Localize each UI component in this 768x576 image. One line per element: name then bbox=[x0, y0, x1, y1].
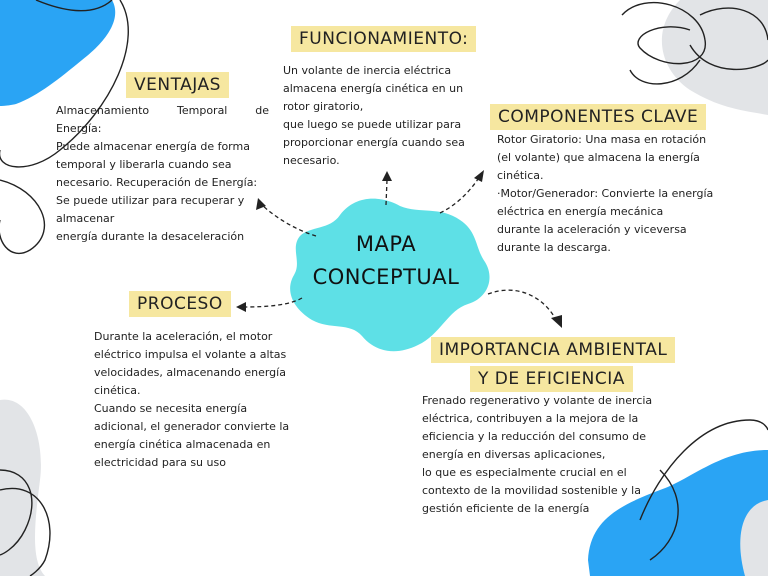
importancia-line: lo que es especialmente crucial en el bbox=[422, 466, 627, 479]
proceso-title: PROCESO bbox=[129, 291, 231, 317]
funcionamiento-line: almacena energía cinética en un bbox=[283, 82, 464, 95]
funcionamiento-line: rotor giratorio, bbox=[283, 100, 364, 113]
proceso-line: energía cinética almacenada en bbox=[94, 438, 271, 451]
arrowhead-componentes bbox=[474, 170, 484, 182]
center-title-line2: CONCEPTUAL bbox=[312, 265, 460, 289]
ventajas-line: Almacenamiento Temporal de Energía: bbox=[56, 104, 269, 135]
ventajas-line: energía durante la desaceleración bbox=[56, 230, 245, 243]
ventajas-line: Puede almacenar energía de forma bbox=[56, 140, 250, 153]
arrowhead-ventajas bbox=[256, 198, 266, 210]
importancia-title-line1: IMPORTANCIA AMBIENTAL bbox=[431, 337, 676, 363]
proceso-line: eléctrico impulsa el volante a altas bbox=[94, 348, 287, 361]
gray-blob-bottom-right bbox=[740, 500, 768, 576]
funcionamiento-text: Un volante de inercia eléctrica almacena… bbox=[283, 62, 486, 170]
squiggle-bottom-right bbox=[639, 419, 768, 561]
ventajas-title: VENTAJAS bbox=[126, 72, 229, 98]
proceso-line: electricidad para su uso bbox=[94, 456, 226, 469]
wave-left bbox=[0, 179, 46, 255]
proceso-line: Cuando se necesita energía bbox=[94, 402, 248, 415]
importancia-line: gestión eficiente de la energía bbox=[422, 502, 590, 515]
arrowhead-funcionamiento bbox=[382, 171, 392, 181]
funcionamiento-line: que luego se puede utilizar para bbox=[283, 118, 462, 131]
componentes-title: COMPONENTES CLAVE bbox=[490, 104, 707, 130]
proceso-line: Durante la aceleración, el motor bbox=[94, 330, 273, 343]
importancia-line: eléctrica, contribuyen a la mejora de la bbox=[422, 412, 639, 425]
ventajas-line: Se puede utilizar para recuperar y bbox=[56, 194, 245, 207]
ventajas-line: temporal y liberarla cuando sea bbox=[56, 158, 232, 171]
ventajas-text: Almacenamiento Temporal de Energía: Pued… bbox=[56, 102, 269, 246]
funcionamiento-line: proporcionar energía cuando sea bbox=[283, 136, 465, 149]
componentes-line: ·Motor/Generador: Convierte la energía bbox=[497, 187, 714, 200]
funcionamiento-line: necesario. bbox=[283, 154, 340, 167]
gray-blob-top-right bbox=[661, 0, 768, 115]
connector-proceso bbox=[243, 297, 303, 308]
componentes-line: durante la descarga. bbox=[497, 241, 611, 254]
componentes-line: Rotor Giratorio: Una masa en rotación bbox=[497, 133, 707, 146]
componentes-line: cinética. bbox=[497, 169, 544, 182]
center-title-line1: MAPA bbox=[355, 232, 417, 256]
arrowhead-proceso bbox=[236, 302, 246, 312]
connector-importancia bbox=[487, 289, 557, 321]
squiggle-bottom-left bbox=[0, 469, 51, 576]
squiggle-top-left bbox=[0, 0, 129, 168]
importancia-title-line2: Y DE EFICIENCIA bbox=[470, 366, 633, 392]
connector-ventajas bbox=[261, 204, 317, 237]
proceso-line: velocidades, almacenando energía bbox=[94, 366, 286, 379]
center-title: MAPA CONCEPTUAL bbox=[296, 228, 476, 294]
funcionamiento-line: Un volante de inercia eléctrica bbox=[283, 64, 452, 77]
funcionamiento-title: FUNCIONAMIENTO: bbox=[291, 26, 477, 52]
componentes-line: eléctrica en energía mecánica bbox=[497, 205, 664, 218]
componentes-line: durante la aceleración y viceversa bbox=[497, 223, 687, 236]
flower-top-right bbox=[621, 1, 768, 85]
ventajas-line: almacenar bbox=[56, 212, 115, 225]
importancia-line: eficiencia y la reducción del consumo de bbox=[422, 430, 646, 443]
arrowhead-importancia bbox=[551, 315, 562, 328]
componentes-text: Rotor Giratorio: Una masa en rotación (e… bbox=[497, 131, 717, 257]
proceso-line: adicional, el generador convierte la bbox=[94, 420, 290, 433]
proceso-line: cinética. bbox=[94, 384, 141, 397]
componentes-line: (el volante) que almacena la energía bbox=[497, 151, 700, 164]
ventajas-line: necesario. Recuperación de Energía: bbox=[56, 176, 258, 189]
importancia-line: contexto de la movilidad sostenible y la bbox=[422, 484, 641, 497]
connector-componentes bbox=[439, 175, 481, 214]
proceso-text: Durante la aceleración, el motor eléctri… bbox=[94, 328, 296, 472]
center-blob bbox=[290, 198, 490, 352]
importancia-text: Frenado regenerativo y volante de inerci… bbox=[422, 392, 688, 518]
blue-blob-top-left bbox=[0, 0, 116, 106]
importancia-line: energía en diversas aplicaciones, bbox=[422, 448, 606, 461]
importancia-line: Frenado regenerativo y volante de inerci… bbox=[422, 394, 653, 407]
gray-blob-bottom-left bbox=[0, 399, 45, 576]
